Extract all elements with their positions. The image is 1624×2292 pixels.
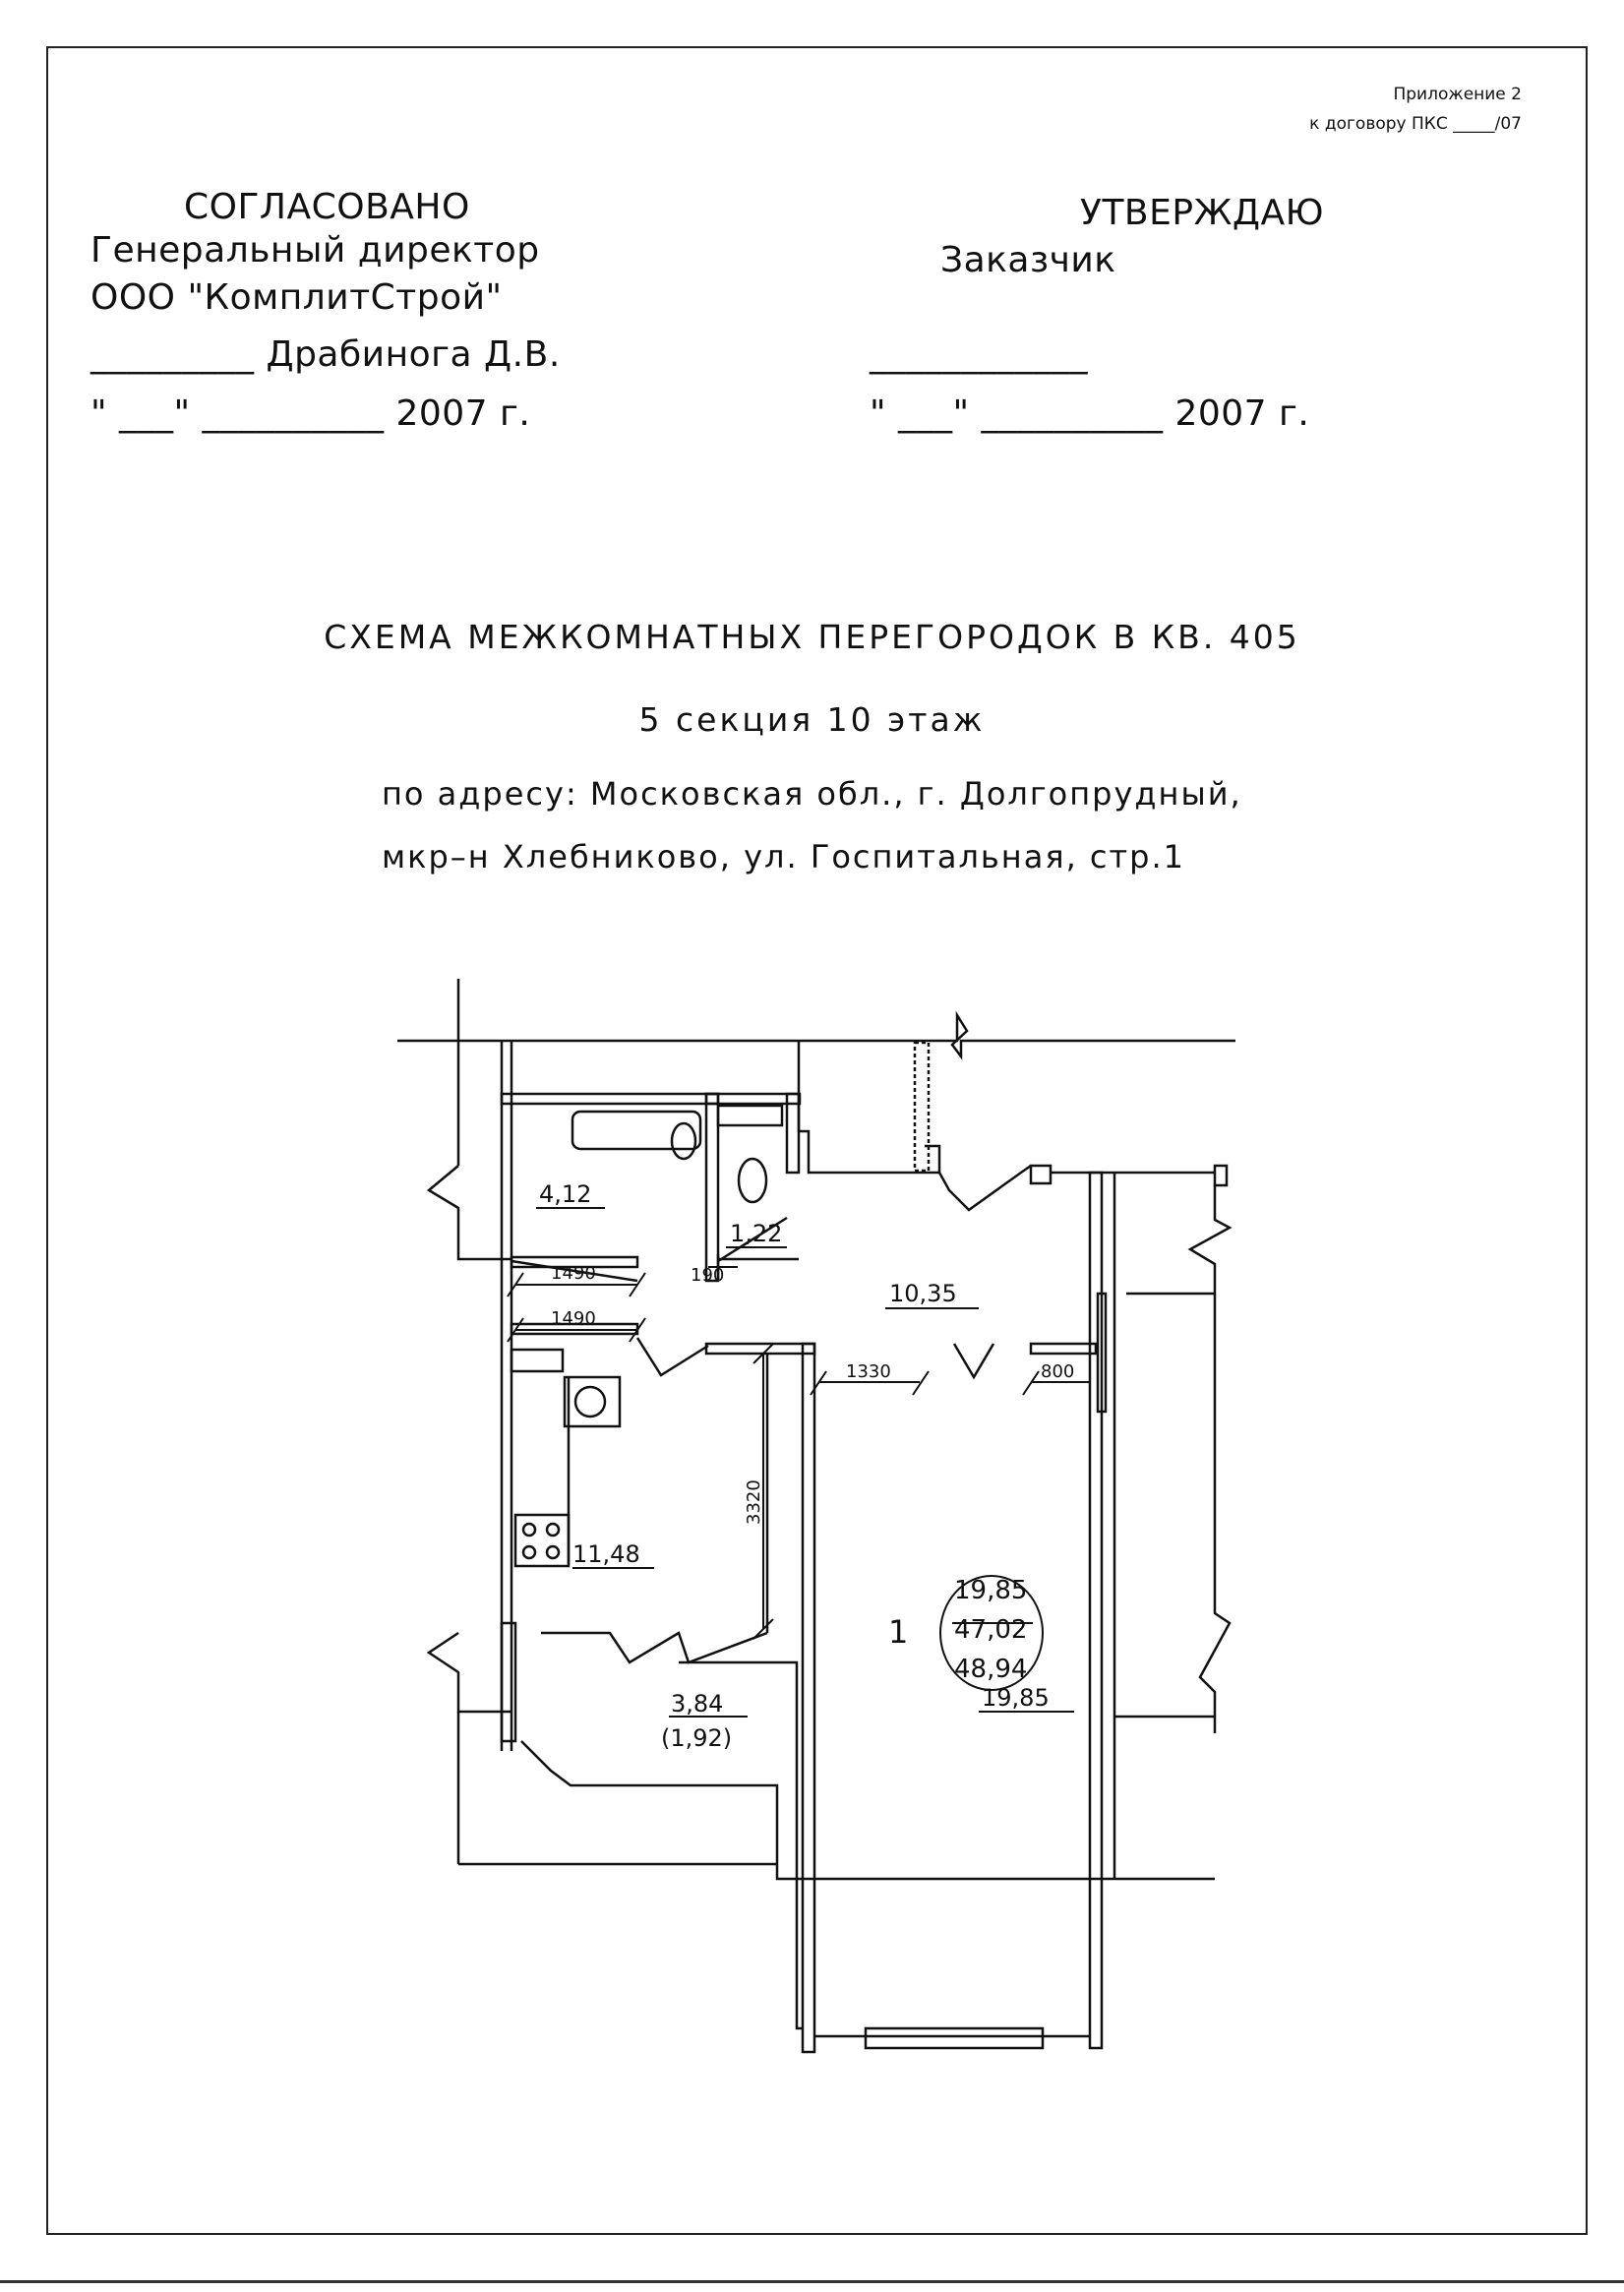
address-line-2: мкр–н Хлебниково, ул. Госпитальная, стр.… bbox=[382, 838, 1185, 875]
room-right-wall-stub bbox=[1029, 1342, 1098, 1356]
bath-top-wall bbox=[500, 1092, 720, 1106]
area-toilet: 1,22 bbox=[730, 1220, 782, 1247]
burner-2 bbox=[545, 1522, 561, 1538]
left-date-line: " ___" __________ 2007 г. bbox=[90, 393, 531, 434]
director-signature-line: _________ Драбинога Д.В. bbox=[90, 334, 561, 375]
summary-living-area: 19,85 bbox=[954, 1576, 1027, 1605]
toilet-shaft bbox=[797, 1041, 941, 1175]
bathtub bbox=[571, 1110, 702, 1151]
area-hall: 10,35 bbox=[889, 1280, 957, 1307]
dim-tick-6b bbox=[752, 1618, 774, 1640]
area-underlines bbox=[536, 1207, 1074, 1718]
right-date-line: " ___" __________ 2007 г. bbox=[870, 393, 1310, 434]
dim-tick-4b bbox=[912, 1370, 930, 1396]
toilet-right-wall bbox=[785, 1092, 801, 1175]
room-left-wall bbox=[801, 1342, 816, 2054]
entry-door-swing bbox=[937, 1164, 1032, 1212]
shaft-hatch bbox=[913, 1041, 931, 1173]
dimension-lines bbox=[507, 1266, 1090, 1640]
toilet-bowl bbox=[737, 1157, 768, 1204]
dim-190: 190 bbox=[691, 1265, 724, 1286]
appendix-number: Приложение 2 bbox=[1393, 85, 1522, 104]
burner-1 bbox=[521, 1522, 537, 1538]
area-room: 19,85 bbox=[982, 1684, 1050, 1712]
director-position: Генеральный директор bbox=[90, 230, 540, 271]
toilet-sink bbox=[716, 1104, 784, 1127]
area-loggia-reduced: (1,92) bbox=[661, 1724, 732, 1752]
window-strip-right bbox=[1096, 1292, 1108, 1414]
burner-3 bbox=[521, 1544, 537, 1560]
section-floor: 5 секция 10 этаж bbox=[638, 700, 986, 739]
dim-tick-3a bbox=[507, 1317, 524, 1343]
appendix-contract: к договору ПКС _____/07 bbox=[1309, 114, 1522, 134]
summary-total-area: 47,02 bbox=[954, 1615, 1027, 1645]
burner-4 bbox=[545, 1544, 561, 1560]
bath-sink bbox=[670, 1121, 697, 1161]
room-door-swing bbox=[952, 1343, 995, 1380]
dim-800: 800 bbox=[1041, 1361, 1074, 1382]
toilet-door-swing bbox=[717, 1216, 788, 1263]
dim-tick-5a bbox=[1022, 1370, 1040, 1396]
room-right-wall bbox=[1088, 1171, 1104, 2050]
column-hatch bbox=[1213, 1164, 1229, 1187]
customer-signature-line: ____________ bbox=[870, 334, 1088, 375]
bath-toilet-partition bbox=[704, 1092, 720, 1283]
dim-1490-upper: 1490 bbox=[551, 1263, 596, 1284]
loggia-wall bbox=[679, 1660, 803, 2030]
plan-walls bbox=[397, 979, 1235, 2054]
corridor-room-wall bbox=[704, 1342, 816, 1356]
scheme-title: СХЕМА МЕЖКОМНАТНЫХ ПЕРЕГОРОДОК В КВ. 405 bbox=[324, 618, 1300, 656]
loggia-outline bbox=[520, 1740, 779, 1864]
cooktop bbox=[513, 1513, 571, 1568]
dim-tick-1a bbox=[507, 1272, 524, 1297]
dim-tick-1b bbox=[629, 1272, 646, 1297]
dim-tick-6a bbox=[752, 1343, 774, 1364]
area-bathroom: 4,12 bbox=[539, 1180, 591, 1208]
washer bbox=[563, 1375, 622, 1428]
area-kitchen: 11,48 bbox=[572, 1540, 640, 1568]
left-wall-break-bottom bbox=[426, 1631, 511, 1714]
summary-oval bbox=[939, 1575, 1044, 1691]
area-loggia: 3,84 bbox=[671, 1690, 723, 1718]
left-wall-break-top bbox=[426, 1165, 511, 1261]
drawing-frame bbox=[46, 46, 1588, 2235]
customer-role: Заказчик bbox=[940, 240, 1116, 280]
dim-tick-4a bbox=[810, 1370, 827, 1396]
bottom-facade bbox=[775, 1864, 1215, 1881]
bath-door-swing bbox=[511, 1259, 638, 1283]
address-line-1: по адресу: Московская обл., г. Долгопруд… bbox=[382, 775, 1242, 813]
kitchen-left-column bbox=[500, 1621, 517, 1743]
summary-total-with-loggia: 48,94 bbox=[954, 1655, 1027, 1684]
right-facade-break bbox=[1187, 1185, 1233, 1733]
dim-1490-lower: 1490 bbox=[551, 1308, 596, 1329]
dim-3320: 3320 bbox=[744, 1479, 764, 1525]
summary-room-count: 1 bbox=[888, 1613, 908, 1651]
washer-drum bbox=[573, 1385, 607, 1418]
agreed-heading: СОГЛАСОВАНО bbox=[184, 187, 470, 227]
loggia-door bbox=[541, 1631, 768, 1664]
scan-edge bbox=[0, 2280, 1624, 2283]
dim-tick-3b bbox=[629, 1317, 646, 1343]
approve-heading: УТВЕРЖДАЮ bbox=[1080, 193, 1324, 233]
kitchen-door-swing bbox=[635, 1337, 709, 1377]
top-outer-wall bbox=[397, 1010, 1235, 1060]
company-name: ООО "КомплитСтрой" bbox=[90, 277, 503, 318]
room-window bbox=[864, 2026, 1045, 2050]
entry-column bbox=[1029, 1164, 1053, 1185]
dim-1330: 1330 bbox=[846, 1361, 891, 1382]
kitchen-sink bbox=[510, 1348, 565, 1373]
